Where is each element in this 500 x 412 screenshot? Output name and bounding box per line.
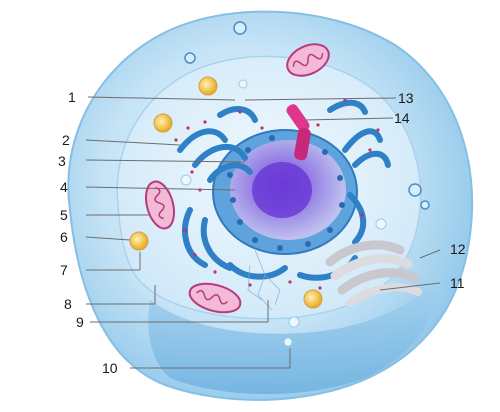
label-6: 6 [60, 229, 68, 245]
golgi-apparatus [325, 240, 422, 307]
label-9: 9 [76, 314, 84, 330]
label-3: 3 [58, 153, 66, 169]
nucleolus [252, 162, 312, 218]
label-4: 4 [60, 179, 68, 195]
leader-lines [85, 96, 441, 369]
label-1: 1 [68, 89, 76, 105]
label-8: 8 [64, 296, 72, 312]
vacuoles [180, 79, 387, 347]
lysosomes [129, 76, 323, 309]
nucleus [212, 129, 358, 255]
label-2: 2 [62, 132, 70, 148]
endoplasmic-reticulum [177, 99, 391, 281]
label-7: 7 [60, 262, 68, 278]
centrosome [286, 104, 311, 161]
label-13: 13 [398, 90, 414, 106]
label-5: 5 [60, 207, 68, 223]
label-10: 10 [102, 360, 118, 376]
cytoskeleton [247, 249, 281, 311]
label-11: 11 [450, 275, 465, 291]
label-14: 14 [394, 110, 410, 126]
label-12: 12 [450, 241, 466, 257]
mitochondria [144, 43, 330, 314]
membrane-vesicles [184, 21, 430, 210]
cell-cut-face [148, 275, 440, 395]
